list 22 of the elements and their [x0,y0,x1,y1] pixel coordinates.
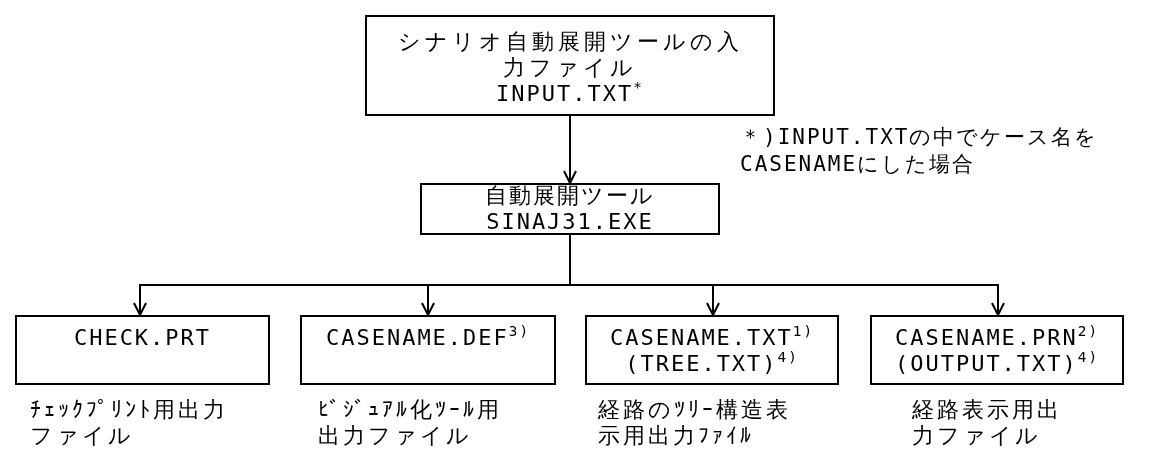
box-title: 自動展開ツール [485,183,655,209]
file-caption: 経路表示用出力ファイル [912,397,1063,449]
file-name: INPUT.TXT$^{*}$ [496,80,644,107]
output-file-box [300,315,556,385]
file-name: (TREE.TXT)$^{4)}$ [625,351,799,377]
file-caption: 経路のﾂﾘｰ構造表示用出力ﾌｧｲﾙ [598,397,792,449]
file-name: CASENAME.DEF$^{3)}$ [325,325,531,351]
output-file-box [870,315,1124,385]
arrow [563,115,577,184]
footnote: ＊)INPUT.TXTの中でケース名をCASENAMEにした場合 [740,124,1100,178]
output-file-box [15,315,270,385]
box-title: シナリオ自動展開ツールの入力ファイル [396,28,744,81]
output-file-box [585,315,839,385]
tool-box [420,183,720,235]
file-name: SINAJ31.EXE [486,209,654,235]
input-file-box [365,15,775,116]
file-name: CASENAME.TXT$^{1)}$ [609,325,815,351]
file-caption: ﾋﾞｼﾞｭｱﾙ化ﾂｰﾙ用出力ファイル [318,397,503,449]
file-name: CHECK.PRT [73,325,212,351]
file-name: (OUTPUT.TXT)$^{4)}$ [894,351,1100,377]
file-name: CASENAME.PRN$^{2)}$ [894,325,1100,351]
file-caption: ﾁｪｯｸﾌﾟﾘﾝﾄ用出力ファイル [30,397,229,449]
